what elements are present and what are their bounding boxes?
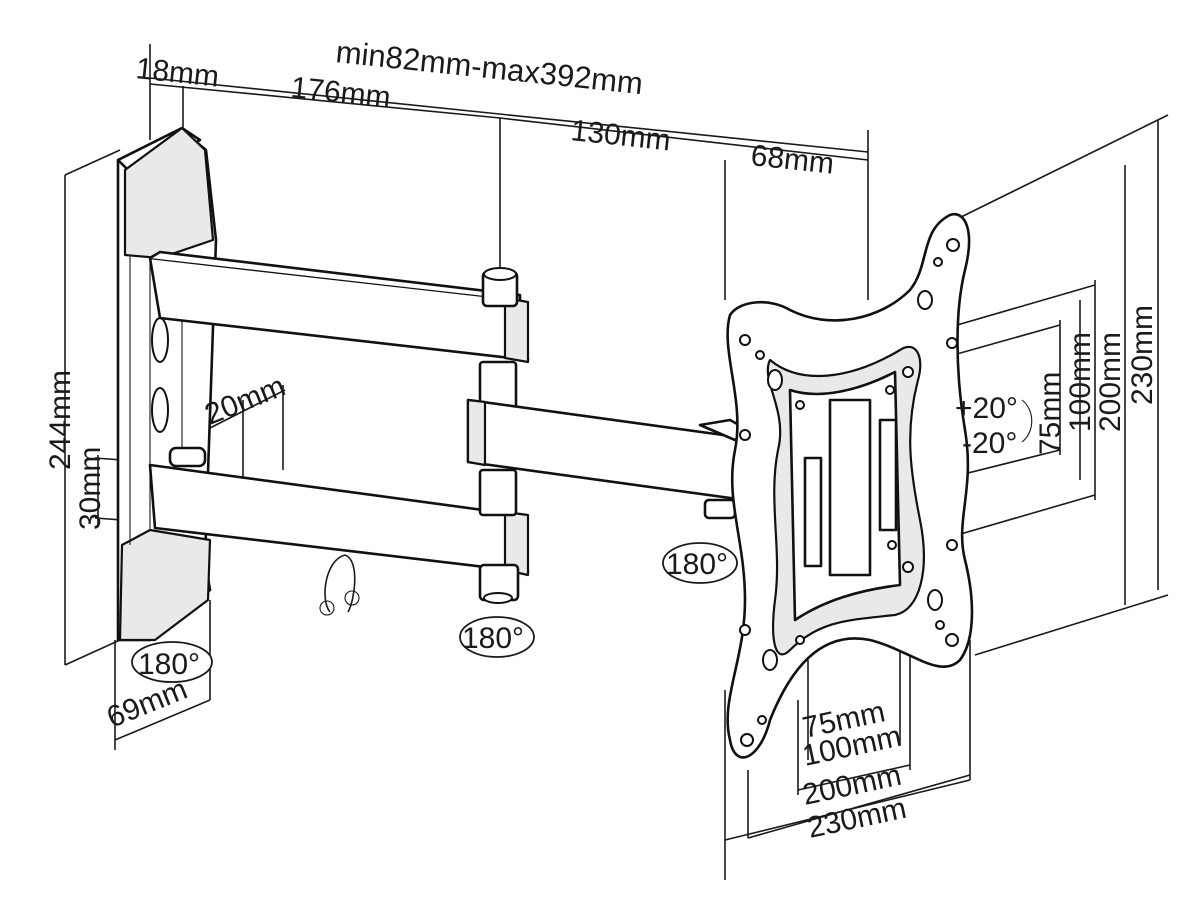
arm-lower-first xyxy=(148,446,530,604)
vesa-vertical-230-label: 230mm xyxy=(1126,305,1159,405)
swivel-markers xyxy=(131,399,1033,683)
right-dimension-lines xyxy=(899,114,1169,656)
vesa-vertical-200-label: 200mm xyxy=(1094,332,1127,432)
plate-depth-label: 68mm xyxy=(749,139,835,181)
wall-plate xyxy=(116,126,218,642)
arm-width-label: 20mm xyxy=(200,370,290,432)
wall-depth-label: 18mm xyxy=(134,52,220,94)
height-label: 244mm xyxy=(44,370,77,470)
tilt-down-label: -20° xyxy=(962,427,1017,460)
arm-1-label: 176mm xyxy=(289,71,392,114)
wall-swivel-label: 180° xyxy=(138,648,200,681)
tilt-up-label: +20° xyxy=(955,392,1018,425)
cable-hook xyxy=(319,554,360,616)
vesa-vertical-100-label: 100mm xyxy=(1064,332,1097,432)
arm-2-label: 130mm xyxy=(569,114,672,157)
top-dimension-lines xyxy=(149,44,869,300)
arm-swivel-label: 180° xyxy=(462,622,524,655)
bottom-dimension-lines xyxy=(724,640,971,880)
plate-swivel-label: 180° xyxy=(666,548,728,581)
arm-gap-label: 30mm xyxy=(74,447,107,530)
vesa-vertical-75-label: 75mm xyxy=(1034,372,1067,455)
tv-plate xyxy=(726,212,974,759)
arm-upper-first xyxy=(148,250,530,364)
